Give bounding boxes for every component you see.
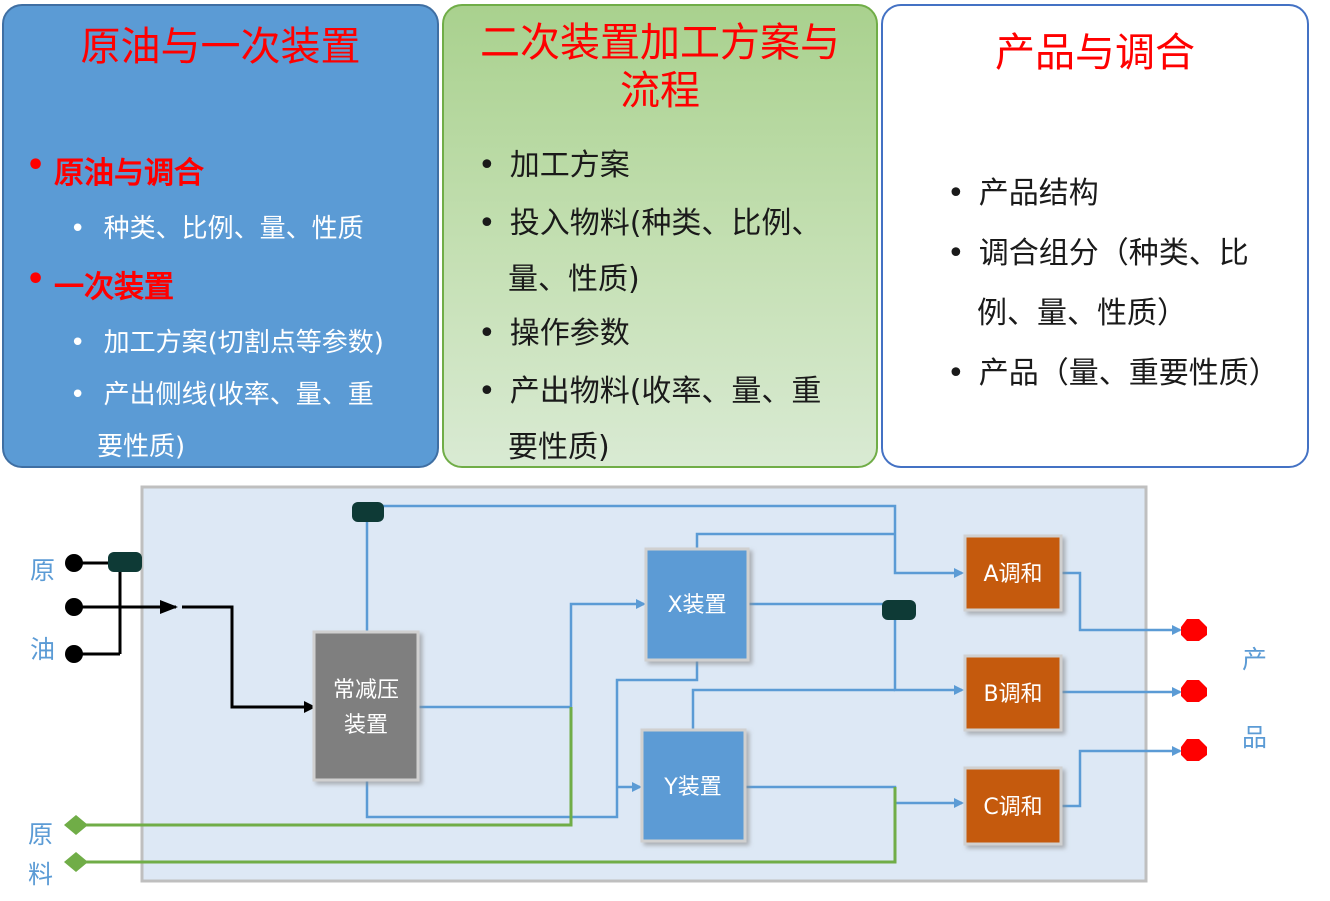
bullet-crude-blend: • 原油与调合 bbox=[26, 148, 204, 192]
feed-label-2: 料 bbox=[28, 860, 54, 889]
bullet-dot: • bbox=[70, 380, 86, 410]
crude-label-2: 油 bbox=[30, 635, 56, 664]
sec-item-2-cont: 量、性质) bbox=[508, 262, 640, 297]
sec-item-2-label: 投入物料(种类、比例、 bbox=[509, 206, 822, 241]
panel-title-secondary-line2: 流程 bbox=[620, 68, 700, 114]
overhead-tank bbox=[352, 502, 384, 522]
prod-item-2: • 调合组分（种类、比 bbox=[947, 228, 1249, 272]
crude-tank bbox=[108, 552, 142, 572]
product-terminal-a bbox=[1181, 619, 1207, 641]
crude-source-2 bbox=[65, 598, 83, 616]
unit-x-label: X装置 bbox=[667, 593, 726, 618]
blender-c: C调和 bbox=[963, 766, 1063, 846]
panel-title-product: 产品与调合 bbox=[995, 30, 1195, 76]
unit-main-label-2: 装置 bbox=[344, 713, 388, 738]
product-terminal-b bbox=[1181, 680, 1207, 702]
blender-a-label: A调和 bbox=[983, 562, 1042, 587]
unit-x: X装置 bbox=[644, 547, 750, 662]
sec-item-4-label: 产出物料(收率、量、重 bbox=[509, 374, 822, 409]
crude-blend-sub: • 种类、比例、量、性质 bbox=[70, 208, 364, 245]
crude-blend-sub-label: 种类、比例、量、性质 bbox=[103, 214, 364, 244]
feed-source-2 bbox=[64, 852, 88, 872]
product-terminal-c bbox=[1181, 739, 1207, 761]
crude-source-1 bbox=[65, 554, 83, 572]
bullet-dot: • bbox=[478, 374, 496, 409]
crude-blend-label: 原油与调合 bbox=[54, 156, 204, 191]
bullet-primary-unit: • 一次装置 bbox=[26, 262, 174, 306]
feed-source-1 bbox=[64, 815, 88, 835]
primary-unit-sub2-line1: 产出侧线(收率、量、重 bbox=[103, 380, 374, 410]
crude-label-1: 原 bbox=[30, 556, 56, 585]
sec-item-1-label: 加工方案 bbox=[509, 148, 630, 183]
sec-item-3-label: 操作参数 bbox=[509, 316, 630, 351]
sec-item-2: • 投入物料(种类、比例、 bbox=[478, 198, 821, 242]
flow-lines bbox=[365, 504, 1182, 819]
process-flow-diagram: 常减压 装置 X装置 Y装置 A调和 B调和 C调和 bbox=[64, 485, 1207, 883]
prod-item-3: • 产品（量、重要性质） bbox=[947, 348, 1279, 392]
primary-unit-sub2: • 产出侧线(收率、量、重 bbox=[70, 374, 374, 411]
bullet-dot: • bbox=[478, 148, 496, 183]
product-label-2: 品 bbox=[1242, 723, 1268, 752]
bullet-dot: • bbox=[26, 262, 46, 297]
secondary-process-panel: 二次装置加工方案与 流程 • 加工方案 • 投入物料(种类、比例、 量、性质) • 操… bbox=[442, 4, 878, 468]
product-label-1: 产 bbox=[1242, 645, 1268, 674]
sec-item-4: • 产出物料(收率、量、重 bbox=[478, 366, 821, 410]
bullet-dot: • bbox=[947, 236, 965, 271]
panel-title-crude-primary: 原油与一次装置 bbox=[80, 24, 361, 70]
blender-b-label: B调和 bbox=[983, 682, 1042, 707]
bullet-dot: • bbox=[26, 148, 46, 183]
prod-item-3-label: 产品（量、重要性质） bbox=[978, 356, 1279, 391]
bullet-dot: • bbox=[70, 328, 86, 358]
unit-y-label: Y装置 bbox=[663, 775, 721, 800]
feed-lines bbox=[76, 707, 897, 864]
bullet-dot: • bbox=[947, 356, 965, 391]
sec-item-4-cont: 要性质) bbox=[508, 430, 610, 465]
sec-item-3: • 操作参数 bbox=[478, 308, 630, 352]
blender-a: A调和 bbox=[963, 534, 1063, 612]
feed-label-1: 原 bbox=[28, 820, 54, 849]
product-blend-panel: 产品与调合 • 产品结构 • 调合组分（种类、比 例、量、性质） • 产品（量、重要性… bbox=[881, 4, 1309, 468]
bullet-dot: • bbox=[478, 206, 496, 241]
primary-unit-sub1: • 加工方案(切割点等参数) bbox=[70, 322, 384, 359]
primary-unit-sub1-label: 加工方案(切割点等参数) bbox=[103, 328, 384, 358]
crude-primary-panel: 原油与一次装置 • 原油与调合 • 种类、比例、量、性质 • 一次装置 • 加工… bbox=[2, 4, 439, 468]
crude-arrow-head bbox=[160, 600, 178, 614]
blender-c-label: C调和 bbox=[983, 795, 1042, 820]
bullet-dot: • bbox=[947, 176, 965, 211]
prod-item-2-cont: 例、量、性质） bbox=[977, 296, 1187, 331]
prod-item-1: • 产品结构 bbox=[947, 168, 1099, 212]
prod-item-2-label: 调合组分（种类、比 bbox=[978, 236, 1249, 271]
atmospheric-vacuum-unit: 常减压 装置 bbox=[312, 630, 420, 782]
crude-source-3 bbox=[65, 645, 83, 663]
unit-y: Y装置 bbox=[640, 728, 747, 843]
prod-item-1-label: 产品结构 bbox=[978, 176, 1099, 211]
primary-unit-sub2-cont: 要性质) bbox=[97, 432, 186, 462]
unit-main-label-1: 常减压 bbox=[333, 678, 399, 703]
bullet-dot: • bbox=[70, 214, 86, 244]
intermediate-tank bbox=[882, 600, 916, 620]
sec-item-1: • 加工方案 bbox=[478, 140, 630, 184]
panel-title-secondary-line1: 二次装置加工方案与 bbox=[480, 20, 840, 66]
primary-unit-label: 一次装置 bbox=[54, 270, 174, 305]
bullet-dot: • bbox=[478, 316, 496, 351]
blender-b: B调和 bbox=[963, 654, 1063, 732]
